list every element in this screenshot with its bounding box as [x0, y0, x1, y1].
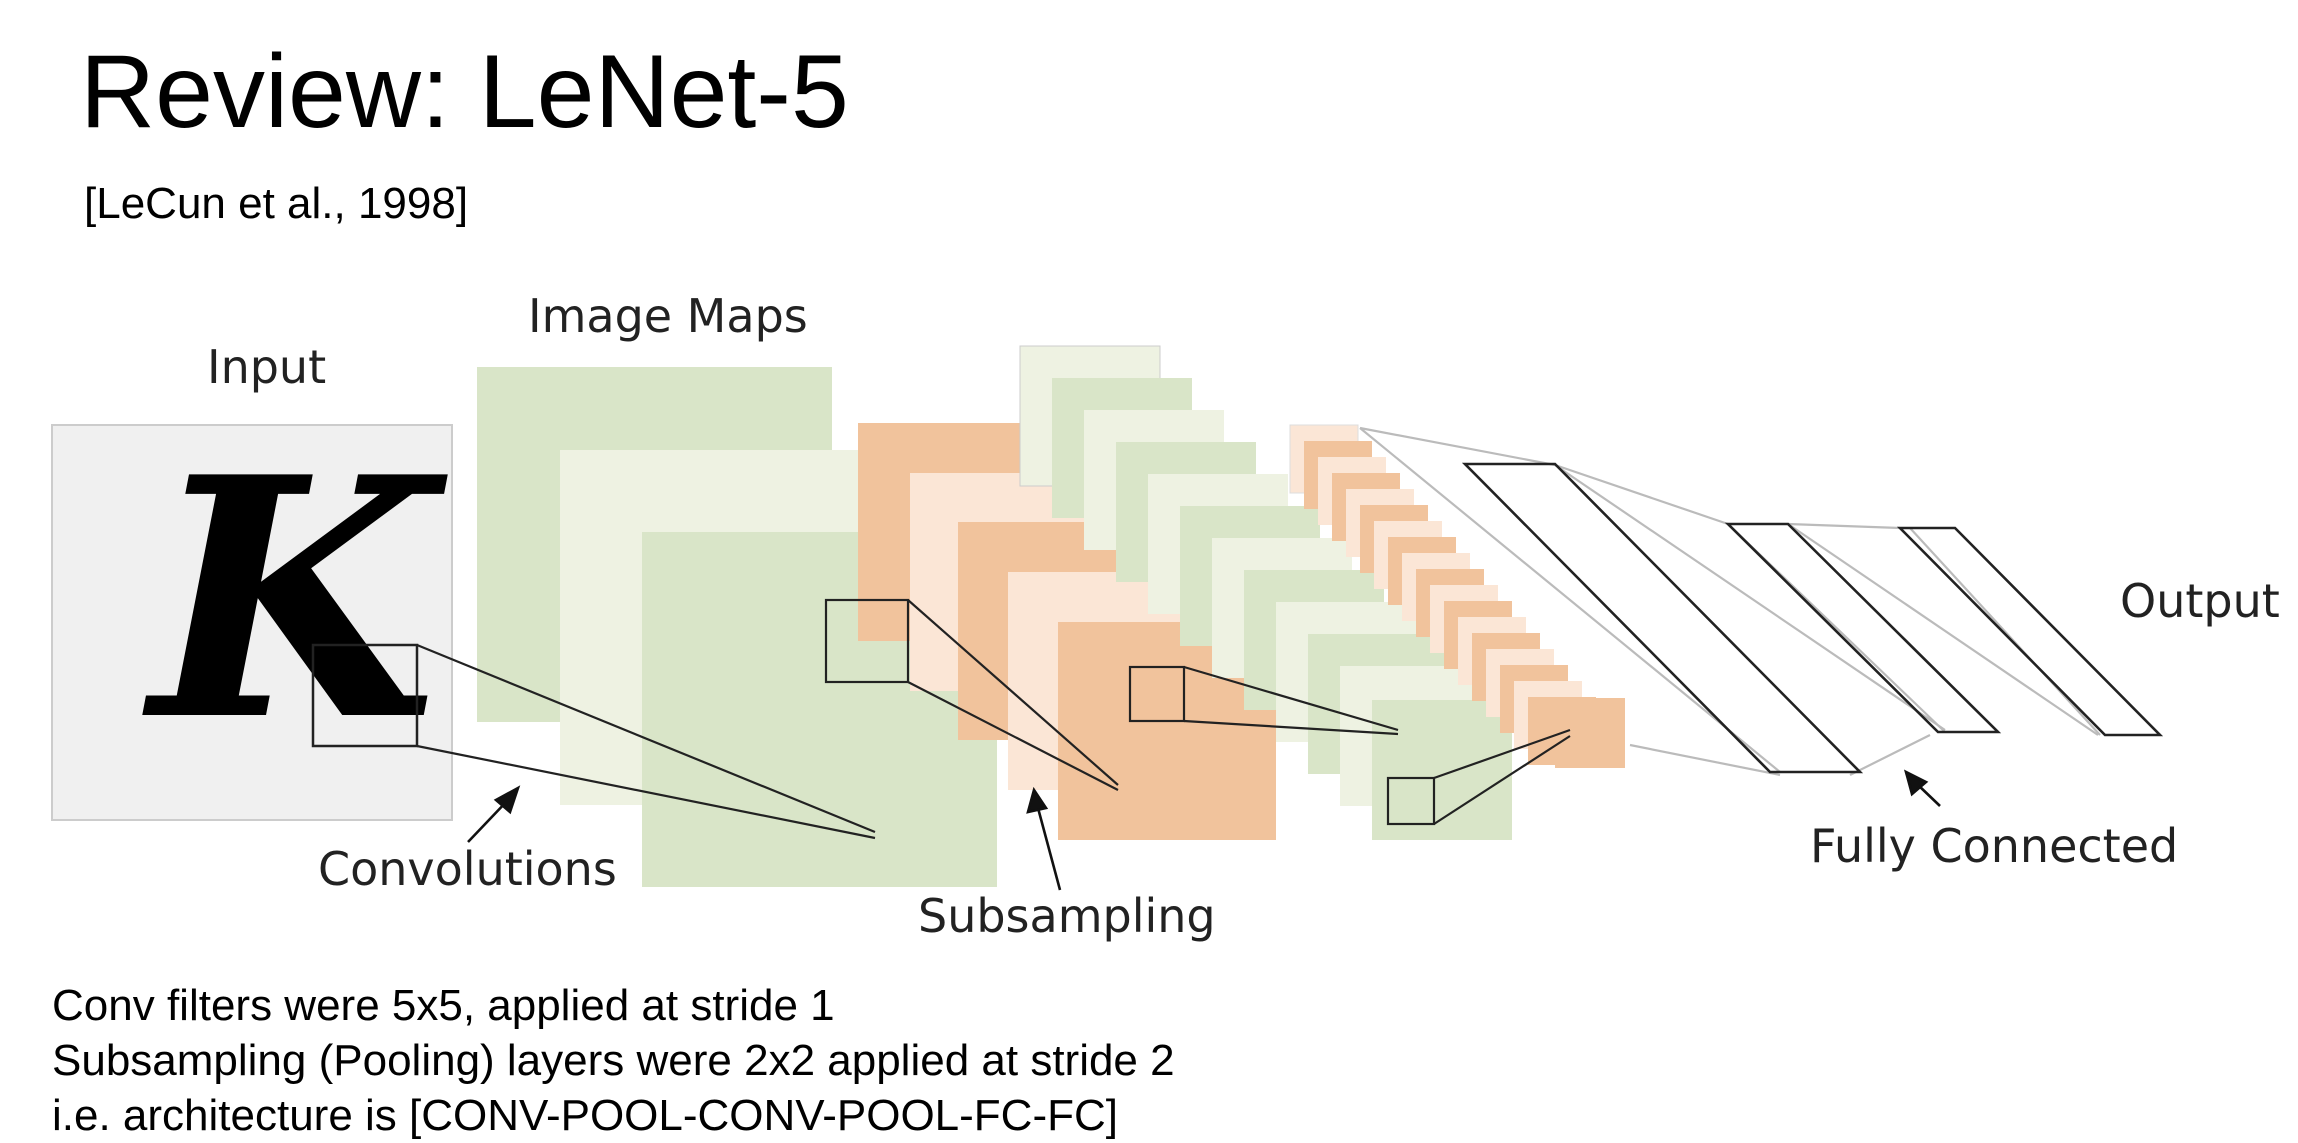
- citation: [LeCun et al., 1998]: [84, 179, 469, 228]
- output-label: Output: [2120, 574, 2280, 628]
- arrows: [467, 769, 1941, 891]
- fc-layer-2: [1724, 522, 2002, 734]
- fully-connected-layers: [1359, 426, 2164, 777]
- notes: Conv filters were 5x5, applied at stride…: [52, 978, 1175, 1143]
- subsampling-label: Subsampling: [918, 889, 1216, 943]
- fc-layer-3: [1896, 526, 2164, 737]
- c1-feature-maps: [477, 367, 997, 887]
- input-glyph: K: [140, 405, 449, 793]
- projection-lines: [416, 598, 1571, 840]
- note-line: Conv filters were 5x5, applied at stride…: [52, 981, 835, 1030]
- input-receptive-field: [311, 643, 419, 748]
- c3-feature-maps: [1019, 345, 1512, 840]
- note-line: Subsampling (Pooling) layers were 2x2 ap…: [52, 1036, 1175, 1085]
- slide-title: Review: LeNet-5: [80, 34, 849, 150]
- convolutions-label: Convolutions: [318, 842, 617, 896]
- input-image: [51, 424, 453, 821]
- s4-pooled-maps: [1289, 424, 1625, 768]
- image-maps-label: Image Maps: [528, 289, 808, 343]
- input-label: Input: [207, 340, 326, 394]
- fc-layer-1: [1461, 462, 1864, 774]
- note-line: i.e. architecture is [CONV-POOL-CONV-POO…: [52, 1091, 1118, 1140]
- fully-connected-label: Fully Connected: [1810, 819, 2178, 873]
